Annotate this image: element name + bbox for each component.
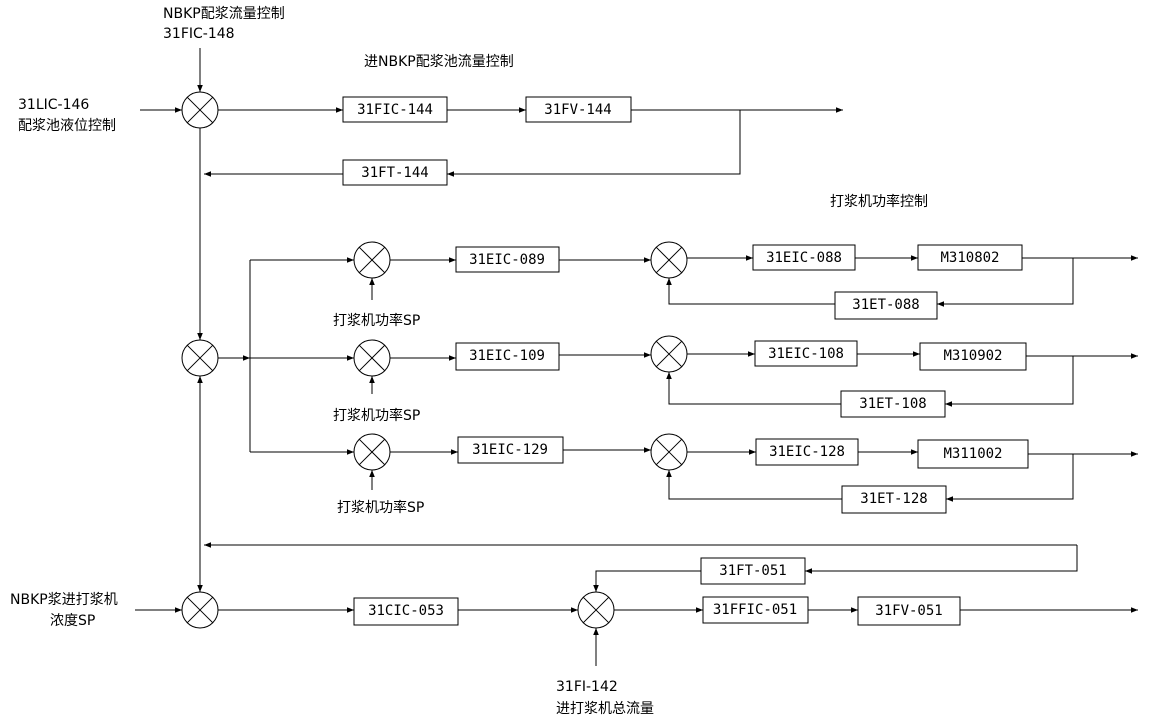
summing-junction-middle bbox=[181, 339, 219, 377]
summing-junction-row2-a bbox=[353, 339, 391, 377]
block-eic088-label: 31EIC-088 bbox=[766, 250, 842, 266]
consistency-sp-tag: 浓度SP bbox=[50, 613, 95, 629]
block-fv051: 31FV-051 bbox=[857, 596, 961, 626]
block-fic144-label: 31FIC-144 bbox=[357, 102, 433, 118]
beater-power-sp-label-3: 打浆机功率SP bbox=[337, 499, 424, 516]
nbkp-flow-control-label: NBKP配浆流量控制 bbox=[163, 6, 285, 22]
summing-junction-row3-a bbox=[353, 433, 391, 471]
signal-lines bbox=[135, 48, 1138, 666]
block-ffic051: 31FFIC-051 bbox=[702, 596, 809, 624]
block-cic053-label: 31CIC-053 bbox=[368, 603, 444, 619]
block-et128-label: 31ET-128 bbox=[860, 491, 927, 507]
block-m310902-label: M310902 bbox=[943, 348, 1002, 364]
summing-junction-flow bbox=[577, 591, 615, 629]
block-et128: 31ET-128 bbox=[841, 485, 947, 514]
beater-power-sp-label-1: 打浆机功率SP bbox=[333, 312, 420, 329]
level-control-label: 配浆池液位控制 bbox=[18, 118, 116, 134]
block-eic109-label: 31EIC-109 bbox=[469, 348, 545, 364]
consistency-sp-label: NBKP浆进打浆机 bbox=[10, 591, 118, 608]
nbkp-flow-control-tag: 31FIC-148 bbox=[163, 26, 235, 42]
summing-junction-bottom bbox=[181, 591, 219, 629]
block-eic108-label: 31EIC-108 bbox=[768, 346, 844, 362]
block-fic144: 31FIC-144 bbox=[342, 96, 448, 123]
block-eic108: 31EIC-108 bbox=[754, 340, 858, 367]
total-flow-tag: 31FI-142 bbox=[556, 679, 618, 695]
beater-power-sp-label-2: 打浆机功率SP bbox=[333, 407, 420, 424]
block-eic109: 31EIC-109 bbox=[455, 342, 560, 371]
total-flow-label: 进打浆机总流量 bbox=[556, 700, 654, 717]
block-m310802-label: M310802 bbox=[940, 250, 999, 266]
block-fv144: 31FV-144 bbox=[525, 96, 632, 123]
block-eic089: 31EIC-089 bbox=[455, 246, 560, 273]
beater-power-control-title: 打浆机功率控制 bbox=[830, 193, 928, 210]
summing-junction-row1-a bbox=[353, 241, 391, 279]
block-et088-label: 31ET-088 bbox=[852, 297, 919, 313]
block-ft051: 31FT-051 bbox=[700, 557, 806, 585]
block-ffic051-label: 31FFIC-051 bbox=[713, 602, 797, 618]
block-eic129-label: 31EIC-129 bbox=[472, 442, 548, 458]
summing-junction-row2-b bbox=[650, 335, 688, 373]
block-ft051-label: 31FT-051 bbox=[719, 563, 786, 579]
block-eic089-label: 31EIC-089 bbox=[469, 252, 545, 268]
block-m311002: M311002 bbox=[917, 439, 1029, 469]
summing-junction-row3-b bbox=[650, 433, 688, 471]
pool-flow-control-title: 进NBKP配浆池流量控制 bbox=[364, 54, 514, 70]
block-eic129: 31EIC-129 bbox=[457, 436, 564, 464]
block-m311002-label: M311002 bbox=[943, 446, 1002, 462]
block-ft144-label: 31FT-144 bbox=[361, 165, 428, 181]
block-eic088: 31EIC-088 bbox=[752, 244, 856, 271]
block-et108-label: 31ET-108 bbox=[859, 396, 926, 412]
block-ft144: 31FT-144 bbox=[342, 159, 448, 186]
block-cic053: 31CIC-053 bbox=[353, 597, 459, 626]
block-eic128: 31EIC-128 bbox=[755, 438, 859, 466]
level-control-tag: 31LIC-146 bbox=[18, 97, 89, 113]
block-m310902: M310902 bbox=[919, 342, 1027, 371]
block-m310802: M310802 bbox=[917, 244, 1023, 271]
block-fv144-label: 31FV-144 bbox=[544, 102, 611, 118]
block-et088: 31ET-088 bbox=[834, 291, 938, 320]
summing-junction-top bbox=[181, 91, 219, 129]
block-et108: 31ET-108 bbox=[840, 390, 946, 418]
block-eic128-label: 31EIC-128 bbox=[769, 444, 845, 460]
summing-junction-row1-b bbox=[650, 241, 688, 279]
block-fv051-label: 31FV-051 bbox=[875, 603, 942, 619]
